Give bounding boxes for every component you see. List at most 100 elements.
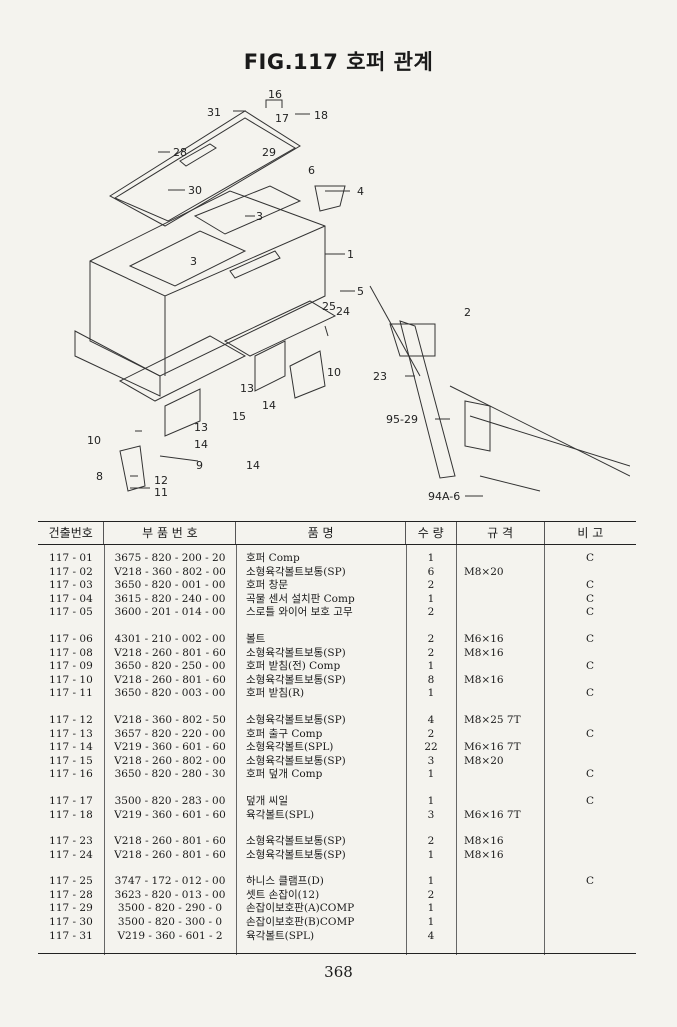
cell-part-name: 소형육각볼트보통(SP) <box>246 835 346 848</box>
cell-spec <box>456 593 544 607</box>
cell-ref-no: 117 - 02 <box>49 565 93 578</box>
callout-label: 24 <box>336 305 350 318</box>
cell-part-no: 3615 - 820 - 240 - 00 <box>114 592 226 605</box>
cell-ref-no: 117 - 23 <box>49 835 93 848</box>
cell-spec: M8×20 <box>464 565 504 578</box>
callout-label: 12 <box>154 474 168 487</box>
cell-ref-no: 117 - 24 <box>49 848 93 861</box>
cell-part-name: 육각볼트(SPL) <box>246 929 315 942</box>
callout-label: 30 <box>188 184 202 197</box>
cell-part-no: V218 - 360 - 802 - 50 <box>114 713 226 726</box>
callout-label: 17 <box>275 112 289 125</box>
callout-label: 9 <box>196 459 203 472</box>
table-bottom-rule <box>38 953 636 954</box>
cell-ref-no: 117 - 16 <box>49 768 93 781</box>
header-remarks: 비 고 <box>577 526 604 540</box>
table-header: 건출번호 부 품 번 호 품 명 수 량 규 격 비 고 <box>38 521 636 545</box>
cell-remarks: C <box>585 875 595 888</box>
cell-quantity: 4 <box>427 713 435 726</box>
cell-ref-no: 117 - 25 <box>49 875 93 888</box>
cell-ref-no: 117 - 08 <box>49 646 93 659</box>
callout-label: 25 <box>322 300 336 313</box>
cell-remarks <box>544 835 636 849</box>
callout-label: 6 <box>308 164 315 177</box>
cell-remarks <box>544 809 636 823</box>
callout-label: 16 <box>268 88 282 101</box>
cell-ref-no: 117 - 04 <box>49 592 93 605</box>
cell-spec <box>456 916 544 930</box>
cell-quantity: 1 <box>427 768 435 781</box>
cell-part-no: 3600 - 201 - 014 - 00 <box>114 606 226 619</box>
cell-spec: M8×16 <box>464 848 504 861</box>
cell-spec <box>456 606 544 620</box>
cell-part-no: 3650 - 820 - 001 - 00 <box>114 579 226 592</box>
cell-part-name: 소형육각볼트보통(SP) <box>246 754 346 767</box>
callout-label: 3 <box>256 210 263 223</box>
cell-part-name: 소형육각볼트보통(SP) <box>246 565 346 578</box>
cell-quantity: 1 <box>427 902 435 915</box>
cell-part-no: V219 - 360 - 601 - 2 <box>117 929 223 942</box>
header-part-no: 부 품 번 호 <box>104 522 237 544</box>
cell-part-name: 호퍼 받침(R) <box>246 687 305 700</box>
cell-ref-no: 117 - 01 <box>49 552 93 564</box>
figure-title: FIG.117 호퍼 관계 <box>243 50 434 74</box>
cell-ref-no: 117 - 30 <box>49 916 93 929</box>
cell-remarks <box>544 714 636 728</box>
cell-remarks: C <box>585 606 595 619</box>
cell-part-no: 4301 - 210 - 002 - 00 <box>114 632 226 645</box>
cell-remarks: C <box>585 552 595 564</box>
cell-quantity: 2 <box>427 646 435 659</box>
cell-ref-no: 117 - 29 <box>49 902 93 915</box>
cell-part-no: 3675 - 820 - 200 - 20 <box>114 552 226 564</box>
cell-part-no: 3500 - 820 - 283 - 00 <box>114 794 226 807</box>
callout-label: 29 <box>262 146 276 159</box>
callout-label: 3 <box>190 255 197 268</box>
cell-part-no: 3657 - 820 - 220 - 00 <box>114 727 226 740</box>
cell-quantity: 3 <box>427 808 435 821</box>
cell-ref-no: 117 - 18 <box>49 808 93 821</box>
cell-quantity: 2 <box>427 727 435 740</box>
callout-label: 1 <box>347 248 354 261</box>
cell-ref-no: 117 - 09 <box>49 660 93 673</box>
cell-part-name: 소형육각볼트(SPL) <box>246 741 334 754</box>
cell-part-name: 덮개 씨일 <box>246 794 288 807</box>
group-spacer <box>38 782 636 795</box>
cell-ref-no: 117 - 10 <box>49 673 93 686</box>
cell-remarks <box>544 930 636 944</box>
cell-part-no: V218 - 260 - 801 - 60 <box>114 646 226 659</box>
cell-spec: M6×16 7T <box>464 741 521 754</box>
callout-label: 2 <box>464 306 471 319</box>
cell-ref-no: 117 - 28 <box>49 888 93 901</box>
cell-part-no: V219 - 360 - 601 - 60 <box>114 808 226 821</box>
callout-label: 31 <box>207 106 221 119</box>
cell-ref-no: 117 - 11 <box>49 687 93 700</box>
cell-part-name: 손잡이보호판(A)COMP <box>246 902 355 915</box>
cell-quantity: 1 <box>427 592 435 605</box>
cell-remarks <box>544 566 636 580</box>
cell-part-name: 곡물 센서 설치판 Comp <box>246 592 355 605</box>
table-row: 117 - 04 3615 - 820 - 240 - 00 곡물 센서 설치판 C… <box>38 593 636 607</box>
cell-remarks: C <box>585 687 595 700</box>
cell-quantity: 22 <box>424 741 438 754</box>
callout-label: 28 <box>173 146 187 159</box>
cell-remarks <box>544 889 636 903</box>
cell-spec: M8×16 <box>464 673 504 686</box>
callout-label: 10 <box>87 434 101 447</box>
callout-label: 14 <box>262 399 276 412</box>
cell-part-name: 소형육각볼트보통(SP) <box>246 673 346 686</box>
cell-quantity: 2 <box>427 632 435 645</box>
cell-remarks <box>544 916 636 930</box>
